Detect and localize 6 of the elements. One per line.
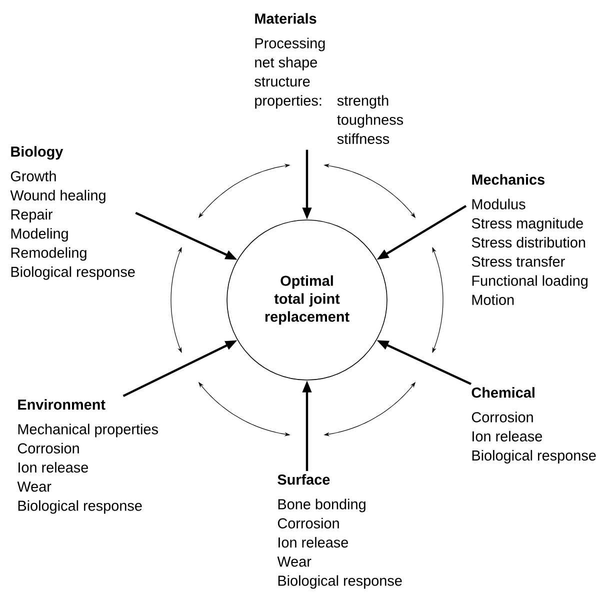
text-group: Surface Bone bonding Corrosion Ion release Wear Biological response: [277, 474, 402, 589]
text-group: Biology Growth Wound healing Repair Modeling Remodeling Biological response: [10, 146, 135, 280]
text-group: Chemical Corrosion Ion release Biological response: [472, 387, 596, 464]
text-group: Mechanics Modulus Stress magnitude Stress distribution Stress transfer Functional loading Motion: [472, 174, 588, 305]
text-group: Materials Processing net shape structure properties: strength toughness stiffness: [254, 13, 404, 144]
text-group: Environment Mechanical properties Corrosion Ion release Wear Biological response: [17, 399, 158, 514]
